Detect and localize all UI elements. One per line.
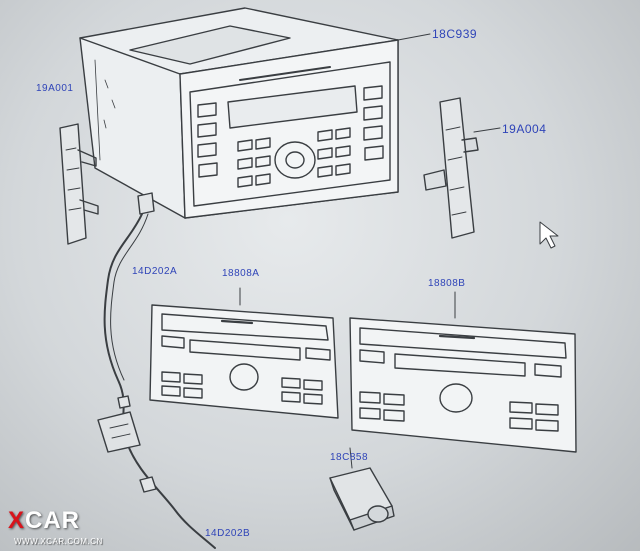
- right-mounting-bracket: [423, 97, 501, 239]
- callout-harness-lower: 14D202B: [205, 528, 251, 539]
- left-mounting-bracket: [59, 123, 99, 245]
- callout-main-unit: 18C939: [432, 27, 478, 41]
- xcar-url: WWW.XCAR.COM.CN: [14, 537, 103, 546]
- front-panel-a: [149, 287, 339, 419]
- callout-connector-part: 18C858: [330, 452, 369, 463]
- wire-harness: [97, 192, 216, 549]
- callout-harness-upper: 14D202A: [132, 266, 178, 277]
- front-panel-b: [349, 291, 577, 453]
- callout-front-panel-a: 18808A: [222, 268, 260, 279]
- small-connector-part: [329, 447, 395, 531]
- xcar-logo: XCAR: [8, 507, 81, 534]
- callout-left-bracket: 19A001: [36, 83, 74, 94]
- main-head-unit: [79, 7, 431, 219]
- callout-front-panel-b: 18808B: [428, 278, 466, 289]
- callout-right-bracket: 19A004: [502, 122, 547, 136]
- mouse-pointer-icon: [539, 221, 559, 249]
